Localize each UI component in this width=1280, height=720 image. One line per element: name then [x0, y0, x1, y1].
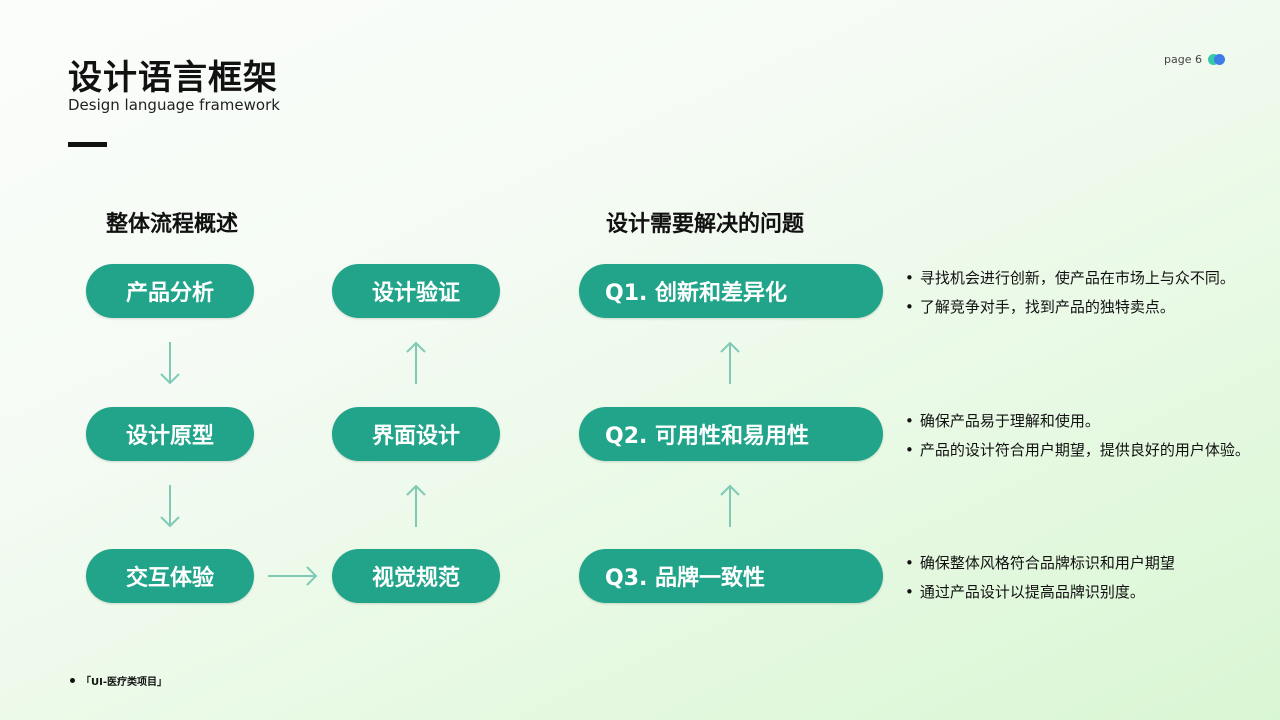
teal-dot: [1208, 54, 1219, 65]
arrow-down-icon: [160, 485, 180, 528]
questions-section-title: 设计需要解决的问题: [606, 212, 805, 237]
arrow-up-icon: [406, 341, 426, 384]
q1-bullets: 寻找机会进行创新，使产品在市场上与众不同。 了解竞争对手，找到产品的独特卖点。: [905, 264, 1235, 322]
question-q2: Q2. 可用性和易用性: [579, 407, 883, 461]
bullet-item: 产品的设计符合用户期望，提供良好的用户体验。: [905, 436, 1250, 465]
bullet-item: 了解竞争对手，找到产品的独特卖点。: [905, 293, 1235, 322]
question-q3: Q3. 品牌一致性: [579, 549, 883, 603]
page-title: 设计语言框架: [68, 58, 278, 98]
arrow-up-icon: [720, 484, 740, 527]
footer: 「UI-医疗类项目」: [70, 673, 167, 688]
flow-step-visual-spec: 视觉规范: [332, 549, 500, 603]
page-indicator-dots: [1208, 54, 1228, 66]
flow-step-validation: 设计验证: [332, 264, 500, 318]
arrow-right-icon: [268, 566, 318, 586]
q2-bullets: 确保产品易于理解和使用。 产品的设计符合用户期望，提供良好的用户体验。: [905, 407, 1250, 465]
footer-dot: [70, 678, 75, 683]
page-subtitle: Design language framework: [68, 96, 280, 114]
flow-section-title: 整体流程概述: [106, 212, 239, 237]
arrow-down-icon: [160, 342, 180, 385]
flow-step-prototype: 设计原型: [86, 407, 254, 461]
question-q1: Q1. 创新和差异化: [579, 264, 883, 318]
flow-step-product-analysis: 产品分析: [86, 264, 254, 318]
arrow-up-icon: [406, 484, 426, 527]
footer-project-label: 「UI-医疗类项目」: [81, 677, 167, 688]
blue-dot: [1214, 54, 1225, 65]
bullet-item: 通过产品设计以提高品牌识别度。: [905, 578, 1175, 607]
arrow-up-icon: [720, 341, 740, 384]
bullet-item: 寻找机会进行创新，使产品在市场上与众不同。: [905, 264, 1235, 293]
flow-step-ui-design: 界面设计: [332, 407, 500, 461]
bullet-item: 确保整体风格符合品牌标识和用户期望: [905, 549, 1175, 578]
q3-bullets: 确保整体风格符合品牌标识和用户期望 通过产品设计以提高品牌识别度。: [905, 549, 1175, 607]
bullet-item: 确保产品易于理解和使用。: [905, 407, 1250, 436]
title-underline: [68, 142, 107, 147]
flow-step-interaction: 交互体验: [86, 549, 254, 603]
page-number: page 6: [1164, 53, 1202, 66]
